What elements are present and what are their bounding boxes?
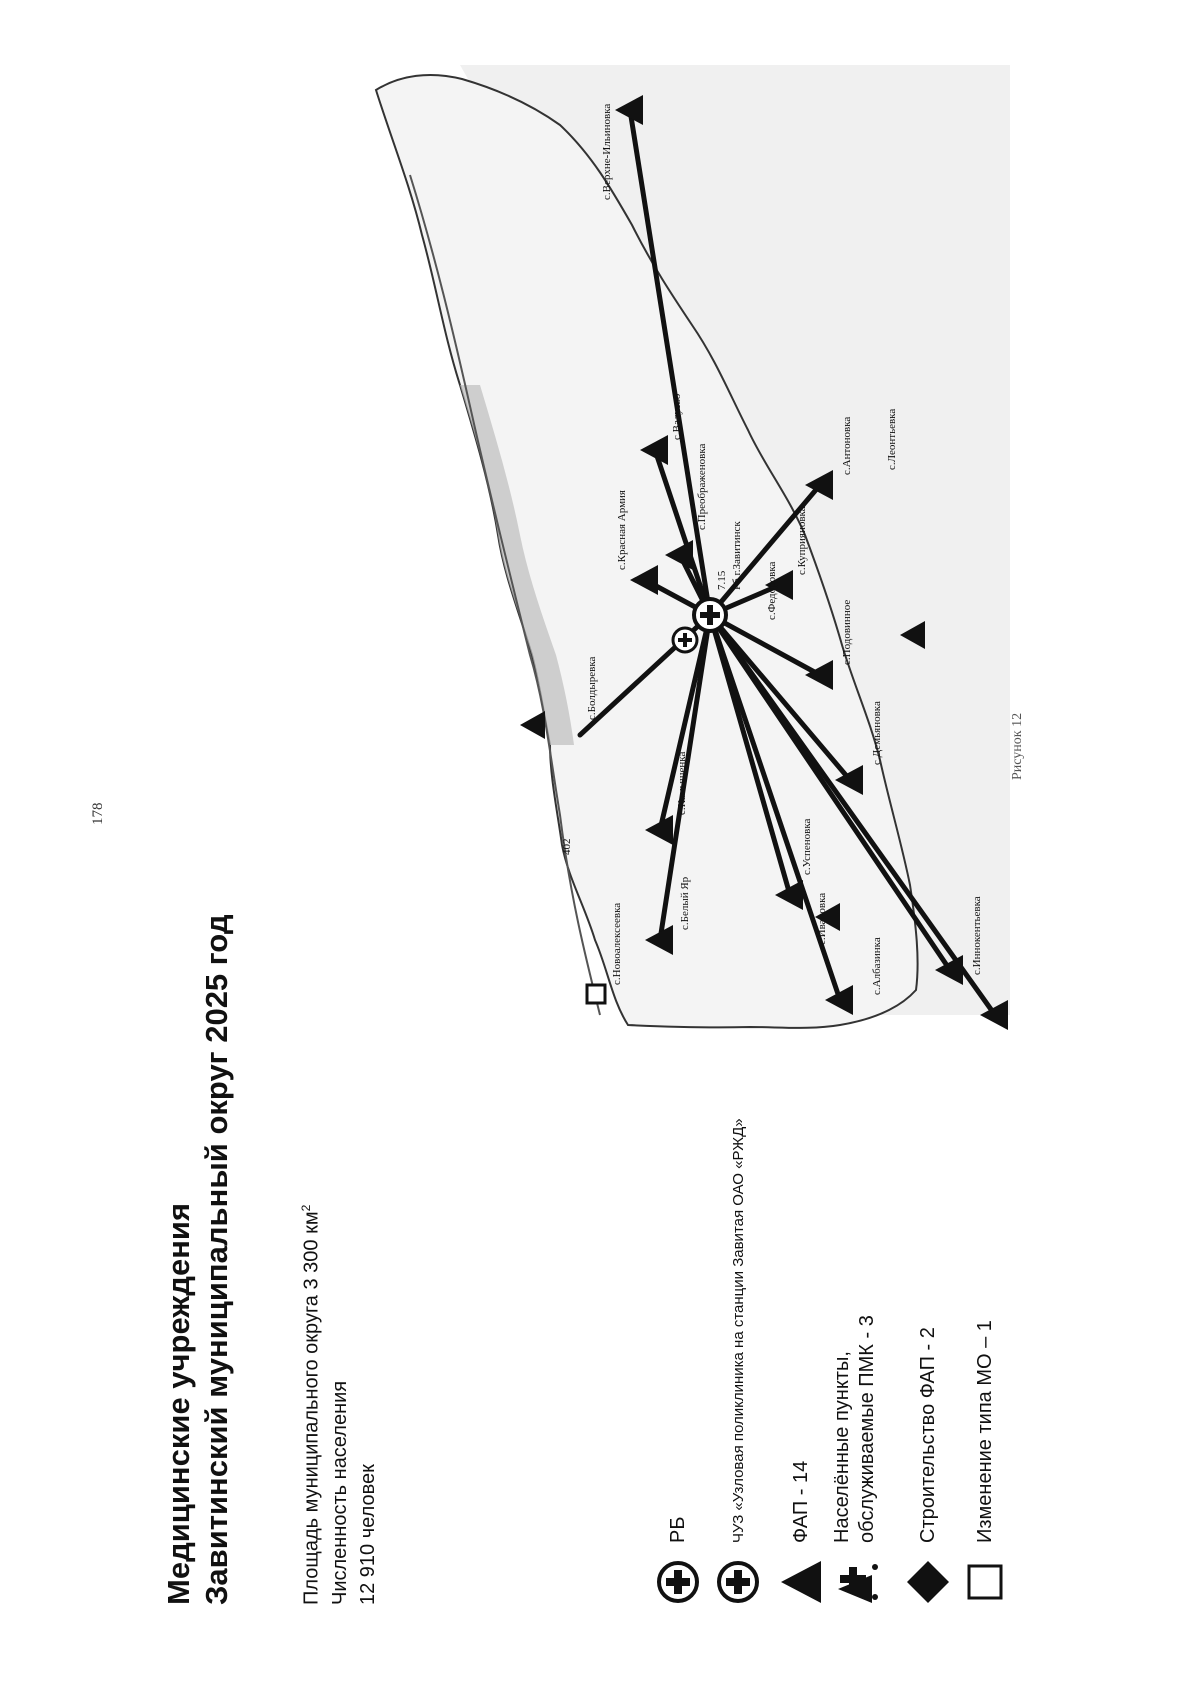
area-text: Площадь муниципального округа 3 300 км2 (292, 1205, 326, 1605)
spoke-line (657, 612, 713, 833)
legend-item-fap: ФАП - 14 (778, 1461, 824, 1605)
legend-item-polyclinic: ЧУЗ «Узловая поликлиника на станции Зави… (715, 983, 761, 1605)
fap-markers (615, 95, 1008, 1030)
figure-caption: Рисунок 12 (1010, 712, 1025, 780)
spoke-line (707, 482, 823, 618)
pmk-mobile-unit-icon (815, 903, 840, 931)
district-info: Площадь муниципального округа 3 300 км2 … (292, 1205, 382, 1605)
fap-triangle-icon (935, 955, 963, 985)
fap-triangle-icon (980, 1000, 1008, 1030)
fap-triangle-icon (645, 815, 673, 845)
settlement-label: с.Успеновка (801, 818, 813, 875)
legend-label: ФАП - 14 (789, 1460, 812, 1543)
legend-item-mo-type: Изменение типа МО – 1 (962, 1320, 1008, 1605)
hub-label: Рб г.Завитинск (731, 521, 743, 590)
legend-label: Изменение типа МО – 1 (973, 1320, 996, 1543)
fap-triangle-icon (645, 925, 673, 955)
population-label: Численность населения (328, 1380, 351, 1605)
legend-item-pmk: Населённые пункты, обслуживаемые ПМК - 3 (830, 1243, 880, 1605)
mo-type-change-square-icon (962, 1559, 1008, 1605)
fap-triangle-icon (805, 470, 833, 500)
fap-triangle-icon (640, 435, 668, 465)
border-shade (460, 385, 574, 745)
settlement-label: с.Леонтьевка (886, 409, 898, 470)
legend-label: РБ (666, 1516, 689, 1543)
area-unit-superscript: 2 (299, 1204, 313, 1212)
road-line (409, 174, 601, 1016)
legend-label: Строительство ФАП - 2 (916, 1327, 939, 1543)
road-label: 402 (561, 839, 573, 856)
spoke-line (707, 612, 853, 783)
pmk-mobile-unit-icon (900, 621, 925, 649)
rb-cross (700, 605, 720, 625)
fap-triangle-icon (835, 765, 863, 795)
settlement-label: с.Ивановка (816, 893, 828, 945)
settlement-label: с.Камышенка (676, 752, 688, 815)
settlement-labels: с.Новоалексеевка с.Белый Яр с.Успеновка … (586, 104, 983, 995)
rb-cross-circle-icon (655, 1559, 701, 1605)
fap-triangle-icon (805, 660, 833, 690)
population-value: 12 910 человек (356, 1464, 379, 1605)
settlement-label: с.Валуево (671, 393, 683, 440)
settlement-label: с.Демьяновка (871, 701, 883, 765)
fap-triangle-icon (665, 540, 693, 570)
spoke-line (657, 612, 713, 943)
settlement-label: с.Верхне-Ильиновка (601, 104, 613, 200)
spoke-line (707, 612, 823, 678)
settlement-label: с.Болдыревка (586, 656, 598, 720)
settlement-label: с.Преображеновка (696, 443, 708, 530)
service-lines (577, 107, 998, 1018)
settlement-label: с.Красная Армия (616, 490, 628, 570)
mo-type-change-square-icon (585, 983, 607, 1005)
legend-item-rb: РБ (655, 1517, 701, 1605)
hub-note: 7.15 (716, 570, 728, 590)
district-map: 402 (374, 65, 1010, 1030)
settlement-label: с.Белый Яр (679, 876, 691, 930)
fap-triangle-icon (765, 570, 793, 600)
fap-triangle-icon (778, 1559, 824, 1605)
spoke-line (707, 612, 843, 1003)
settlement-label: с.Федоровка (766, 561, 778, 620)
spoke-line (652, 447, 713, 618)
spoke-line (707, 612, 953, 973)
fap-triangle-icon (775, 880, 803, 910)
pmk-mobile-unit-icon (832, 1559, 878, 1605)
legend-item-construction: Строительство ФАП - 2 (905, 1327, 951, 1605)
fap-triangle-icon (615, 95, 643, 125)
legend-label: Населённые пункты, обслуживаемые ПМК - 3 (831, 1315, 878, 1543)
settlement-label: с.Албазинка (871, 937, 883, 995)
settlement-label: с.Куприяновка (796, 506, 808, 575)
spoke-line (627, 107, 713, 618)
settlement-label: с.Антоновка (841, 417, 853, 475)
pmk-markers (520, 621, 925, 931)
fap-construction-diamond-icon (905, 1559, 951, 1605)
settlement-label: с.Подовинное (841, 600, 853, 665)
polyclinic-cross (678, 633, 692, 647)
area-value: Площадь муниципального округа 3 300 км (300, 1211, 323, 1605)
pmk-mobile-unit-icon (520, 711, 545, 739)
fap-triangle-icon (825, 985, 853, 1015)
settlement-label: с.Новоалексеевка (611, 903, 623, 985)
polyclinic-cross-circle-icon (715, 1559, 761, 1605)
settlement-label: с.Иннокентьевка (971, 896, 983, 975)
fap-triangle-icon (630, 565, 658, 595)
